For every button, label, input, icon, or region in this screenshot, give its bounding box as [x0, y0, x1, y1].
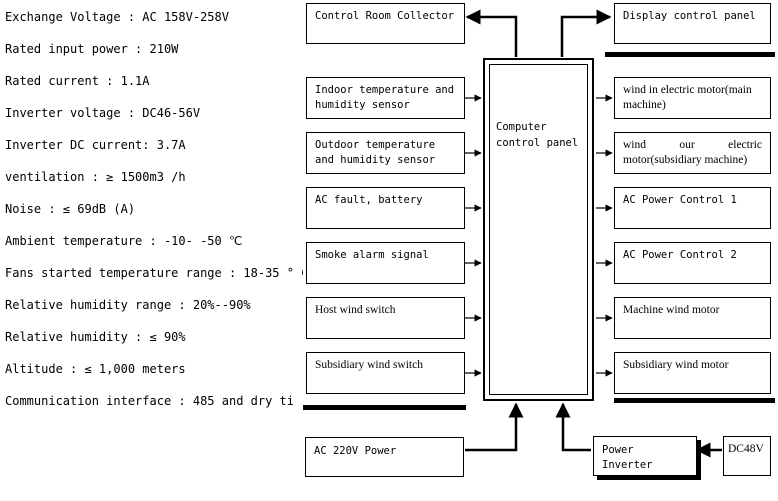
input-subsidiary-wind-switch-box: Subsidiary wind switch — [306, 352, 465, 394]
spec-item: Communication interface : 485 and dry ti… — [5, 394, 293, 408]
output-subsidiary-wind-motor-box: Subsidiary wind motor — [614, 352, 771, 394]
divider-bar — [605, 52, 775, 57]
divider-bar — [614, 398, 775, 403]
arrow-power-inverter — [555, 402, 591, 452]
arrow-to-display-panel — [560, 9, 612, 57]
ac-220v-power-box: AC 220V Power — [305, 437, 464, 477]
output-main-motor-box: wind in electric motor(main machine) — [614, 77, 771, 119]
spec-item: Rated current : 1.1A — [5, 74, 150, 88]
spec-item: Ambient temperature : -10- -50 ℃ — [5, 234, 243, 248]
spec-item: ventilation : ≥ 1500m3 /h — [5, 170, 186, 184]
output-ac-power-control-2-box: AC Power Control 2 — [614, 242, 771, 284]
spec-item: Relative humidity range : 20%--90% — [5, 298, 251, 312]
dc48v-box: DC48V — [723, 436, 771, 476]
divider-bar — [303, 405, 466, 410]
output-subsidiary-motor-box: wind our electric motor(subsidiary machi… — [614, 132, 771, 174]
spec-item: Fans started temperature range : 18-35 °… — [5, 266, 303, 280]
spec-item: Exchange Voltage : AC 158V-258V — [5, 10, 229, 24]
control-room-collector-box: Control Room Collector — [306, 3, 465, 44]
input-smoke-alarm-box: Smoke alarm signal — [306, 242, 465, 284]
input-host-wind-switch-box: Host wind switch — [306, 297, 465, 339]
display-control-panel-box: Display control panel — [614, 3, 771, 44]
computer-control-panel-label: Computer control panel — [489, 64, 588, 395]
spec-item: Relative humidity : ≤ 90% — [5, 330, 186, 344]
spec-item: Inverter voltage : DC46-56V — [5, 106, 201, 120]
arrow-to-control-room — [465, 9, 518, 57]
input-indoor-sensor-box: Indoor temperature and humidity sensor — [306, 77, 465, 119]
spec-item: Noise : ≤ 69dB (A) — [5, 202, 136, 216]
input-ac-fault-box: AC fault, battery — [306, 187, 465, 229]
arrow-ac-power — [465, 402, 524, 452]
power-inverter-box: Power Inverter — [593, 436, 697, 476]
output-ac-power-control-1-box: AC Power Control 1 — [614, 187, 771, 229]
computer-control-panel: Computer control panel — [483, 58, 594, 401]
output-machine-wind-motor-box: Machine wind motor — [614, 297, 771, 339]
spec-item: Altitude : ≤ 1,000 meters — [5, 362, 186, 376]
spec-item: Rated input power : 210W — [5, 42, 179, 56]
spec-item: Inverter DC current: 3.7A — [5, 138, 186, 152]
input-outdoor-sensor-box: Outdoor temperature and humidity sensor — [306, 132, 465, 174]
